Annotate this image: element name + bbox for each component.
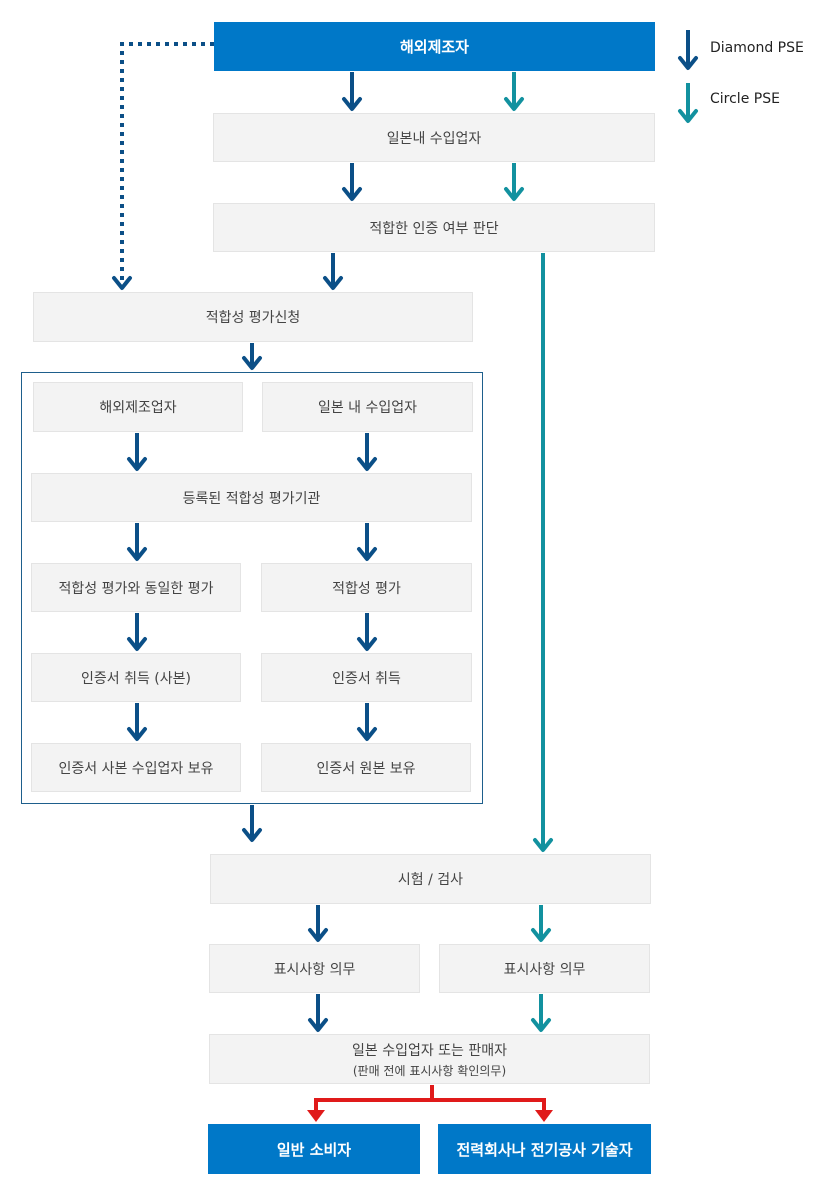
dotted-direct-arrowhead: [112, 276, 132, 290]
importer-or-seller-label: 일본 수입업자 또는 판매자: [351, 1042, 508, 1059]
legend-circle-label: Circle PSE: [710, 91, 780, 107]
arrow-body-to-equivalent: [127, 523, 147, 561]
arrow-equivalent-to-cert-copy: [127, 613, 147, 651]
arrow-test-to-labeling-right: [531, 905, 551, 942]
arrow-cert-to-original: [357, 703, 377, 741]
red-arrowhead-power-company: [535, 1110, 553, 1122]
general-consumer-node: 일반 소비자: [208, 1124, 420, 1174]
test-inspection-node: 시험 / 검사: [210, 854, 651, 904]
arrow-body-to-assessment: [357, 523, 377, 561]
jp-importer-node: 일본내 수입업자: [213, 113, 655, 162]
overseas-maker-business-node: 해외제조업자: [33, 382, 243, 432]
arrow-assessment-to-cert: [357, 613, 377, 651]
conformity-assessment-node: 적합성 평가: [261, 563, 472, 612]
original-held-node: 인증서 원본 보유: [261, 743, 471, 792]
red-arrowhead-consumer: [307, 1110, 325, 1122]
arrow-circle-long-to-test: [533, 253, 553, 852]
red-split-right-line: [432, 1098, 546, 1118]
assessment-group-frame: [21, 372, 483, 804]
arrow-maker-to-importer-circle: [504, 72, 524, 111]
arrow-importer-to-judgment-circle: [504, 163, 524, 201]
power-company-node: 전력회사나 전기공사 기술자: [438, 1124, 651, 1174]
arrow-importer-to-judgment-diamond: [342, 163, 362, 201]
arrow-judgment-to-application: [323, 253, 343, 290]
registered-body-node: 등록된 적합성 평가기관: [31, 473, 472, 522]
importer-or-seller-node: 일본 수입업자 또는 판매자 (판매 전에 표시사항 확인의무): [209, 1034, 650, 1084]
equivalent-assessment-node: 적합성 평가와 동일한 평가: [31, 563, 241, 612]
arrow-application-to-group: [242, 343, 262, 370]
arrow-test-to-labeling-left: [308, 905, 328, 942]
arrow-group-to-test: [242, 805, 262, 842]
labeling-left-node: 표시사항 의무: [209, 944, 420, 993]
cert-obtained-node: 인증서 취득: [261, 653, 472, 702]
copy-held-node: 인증서 사본 수입업자 보유: [31, 743, 241, 792]
labeling-right-node: 표시사항 의무: [439, 944, 650, 993]
arrow-labeling-left-to-seller: [308, 994, 328, 1032]
jp-domestic-importer-node: 일본 내 수입업자: [262, 382, 473, 432]
arrow-maker-business-to-body: [127, 433, 147, 471]
assessment-application-node: 적합성 평가신청: [33, 292, 473, 342]
arrow-maker-to-importer-diamond: [342, 72, 362, 111]
legend-diamond-label: Diamond PSE: [710, 40, 804, 56]
red-split-left-line: [314, 1085, 434, 1118]
importer-or-seller-note: (판매 전에 표시사항 확인의무): [352, 1063, 507, 1078]
cert-judgment-node: 적합한 인증 여부 판단: [213, 203, 655, 252]
arrow-cert-copy-to-held: [127, 703, 147, 741]
arrow-importer-to-body: [357, 433, 377, 471]
arrow-labeling-right-to-seller: [531, 994, 551, 1032]
dotted-direct-line: [120, 42, 214, 288]
legend-circle-arrow: [678, 83, 698, 123]
cert-copy-obtained-node: 인증서 취득 (사본): [31, 653, 241, 702]
legend-diamond-arrow: [678, 30, 698, 70]
overseas-maker-node: 해외제조자: [214, 22, 655, 71]
